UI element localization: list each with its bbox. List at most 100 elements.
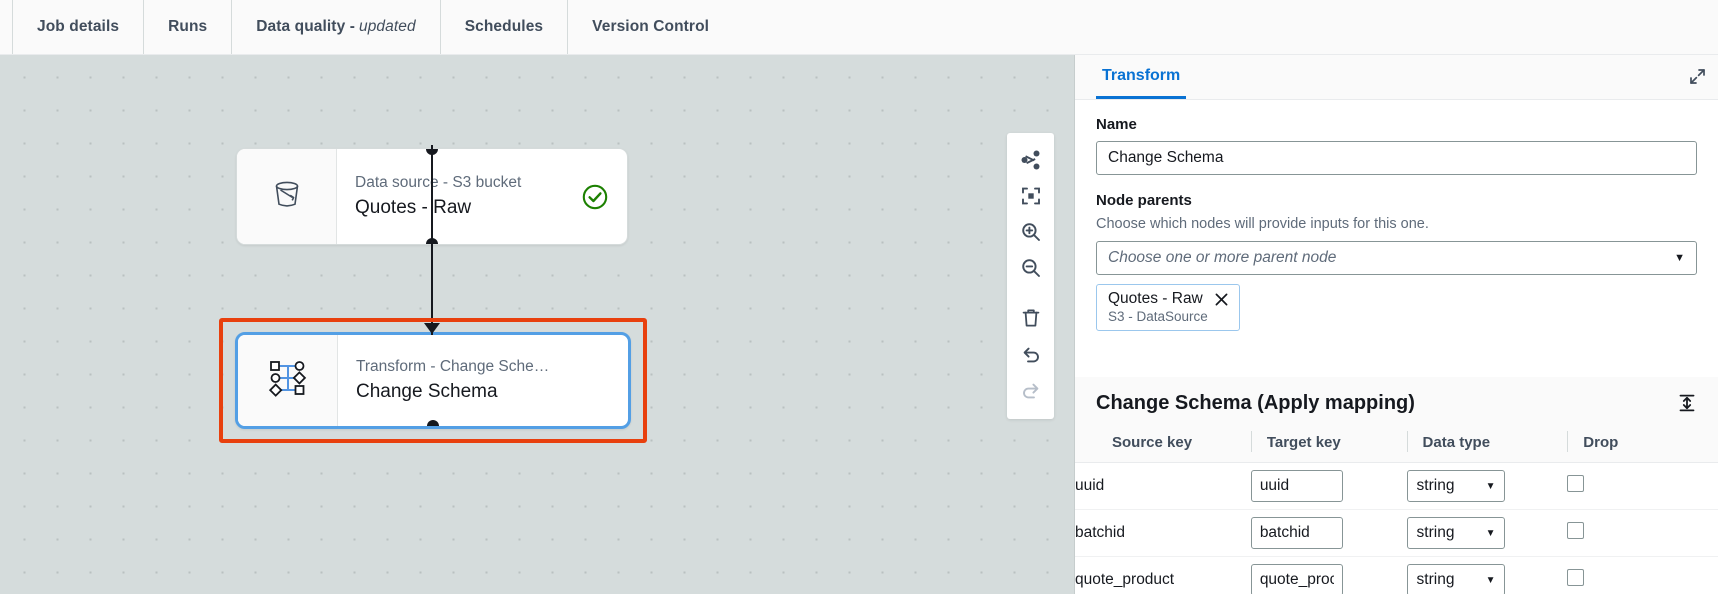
node-subtitle: Data source - S3 bucket	[355, 173, 522, 191]
cell-target-key	[1250, 462, 1407, 511]
node-port-bottom[interactable]	[426, 238, 438, 244]
drop-checkbox[interactable]	[1567, 569, 1585, 587]
collapse-vertical-icon[interactable]	[1677, 393, 1697, 413]
data-type-select[interactable]: string ▼	[1406, 564, 1505, 594]
node-subtitle: Transform - Change Sche…	[356, 357, 550, 375]
top-tab-label-updated: updated	[358, 18, 416, 35]
node-title: Quotes - Raw	[355, 196, 472, 218]
change-schema-icon	[265, 356, 311, 405]
name-field-block: Name	[1096, 116, 1697, 175]
graph-edge-arrow	[424, 323, 440, 334]
name-input[interactable]	[1096, 141, 1697, 175]
node-body: Transform - Change Sche… Change Schema	[338, 335, 628, 426]
tab-runs[interactable]: Runs	[143, 0, 231, 54]
column-header-drop[interactable]: Drop	[1567, 427, 1718, 464]
tab-version-control[interactable]: Version Control	[567, 0, 733, 54]
mapping-title: Change Schema (Apply mapping)	[1096, 392, 1415, 415]
panel-tab-bar: Transform	[1075, 55, 1718, 100]
data-type-value: string	[1416, 571, 1455, 589]
cell-data-type: string▼	[1406, 509, 1568, 558]
cell-source-key: quote_product	[1075, 556, 1251, 594]
chevron-down-icon: ▼	[1485, 480, 1496, 492]
node-parents-label: Node parents	[1096, 192, 1192, 209]
close-icon[interactable]	[1214, 292, 1229, 307]
top-tab-label: Job details	[37, 18, 120, 35]
column-header-source-key[interactable]: Source key	[1075, 427, 1251, 464]
body-split: Data source - S3 bucket Quotes - Raw	[0, 55, 1718, 594]
node-port-bottom[interactable]	[427, 420, 439, 426]
table-body: uuidstring▼batchidstring▼quote_productst…	[1075, 462, 1718, 594]
mapping-section-header: Change Schema (Apply mapping)	[1075, 377, 1718, 428]
node-icon-cell	[237, 149, 337, 244]
cell-source-key: batchid	[1075, 509, 1251, 558]
graph-node-transform[interactable]: Transform - Change Sche… Change Schema	[235, 332, 631, 429]
top-tab-label: Runs	[168, 18, 208, 35]
schema-mapping-table: Source key Target key Data type Drop	[1075, 427, 1718, 594]
data-type-select[interactable]: string▼	[1406, 517, 1505, 550]
name-label: Name	[1096, 116, 1137, 133]
column-header-data-type[interactable]: Data type	[1406, 427, 1568, 464]
token-top-row: Quotes - Raw	[1108, 290, 1229, 308]
tab-schedules[interactable]: Schedules	[439, 0, 567, 54]
table-head: Source key Target key Data type Drop	[1075, 427, 1718, 464]
node-status-valid	[581, 183, 609, 211]
undo-icon[interactable]	[1007, 336, 1054, 372]
column-header-target-key[interactable]: Target key	[1250, 427, 1407, 464]
share-icon[interactable]	[1007, 142, 1054, 178]
node-port-top[interactable]	[426, 149, 438, 155]
tab-transform[interactable]: Transform	[1096, 55, 1187, 99]
zoom-in-icon[interactable]	[1007, 214, 1054, 250]
target-key-input[interactable]	[1250, 517, 1343, 550]
column-header-label: Source key	[1112, 434, 1193, 452]
tab-data-quality[interactable]: Data quality -updated	[231, 0, 439, 54]
table-row: uuid string▼	[1075, 462, 1718, 511]
expand-panel-icon[interactable]	[1684, 63, 1710, 89]
drop-checkbox[interactable]	[1567, 475, 1585, 493]
column-header-label: Target key	[1266, 434, 1341, 452]
trash-icon[interactable]	[1007, 300, 1054, 336]
redo-icon[interactable]	[1007, 372, 1054, 408]
fit-to-screen-icon[interactable]	[1007, 178, 1054, 214]
zoom-out-icon[interactable]	[1007, 250, 1054, 286]
cell-drop	[1567, 556, 1718, 594]
cell-source-key: uuid	[1075, 462, 1251, 511]
cell-target-key	[1250, 556, 1407, 594]
node-parents-select[interactable]: Choose one or more parent node ▼	[1096, 241, 1697, 276]
cell-data-type: string ▼	[1406, 556, 1568, 594]
s3-bucket-icon	[266, 173, 308, 220]
target-key-input[interactable]	[1250, 564, 1343, 594]
canvas-toolbar	[1007, 133, 1054, 419]
token-sublabel: S3 - DataSource	[1108, 309, 1208, 325]
table-header-row: Source key Target key Data type Drop	[1075, 427, 1718, 464]
cell-drop	[1567, 462, 1718, 511]
job-graph-canvas[interactable]: Data source - S3 bucket Quotes - Raw	[0, 55, 1075, 594]
top-tab-bar: Job details Runs Data quality -updated Sche…	[0, 0, 1718, 55]
chevron-down-icon: ▼	[1485, 527, 1496, 539]
node-body: Data source - S3 bucket Quotes - Raw	[337, 149, 627, 244]
panel-scroll-area: Name Node parents Choose which nodes wil…	[1075, 100, 1718, 594]
tab-job-details[interactable]: Job details	[12, 0, 143, 54]
column-header-label: Data type	[1422, 434, 1491, 452]
top-tab-label: Schedules	[464, 18, 544, 35]
node-parents-description: Choose which nodes will provide inputs f…	[1096, 216, 1429, 232]
table-row: quote_product string ▼	[1075, 556, 1718, 594]
column-header-label: Drop	[1583, 434, 1619, 452]
top-tab-label: Data quality -	[256, 18, 355, 35]
data-type-select[interactable]: string▼	[1406, 470, 1505, 503]
table-row: batchid string▼	[1075, 509, 1718, 558]
top-tab-label: Version Control	[592, 18, 710, 35]
panel-form: Name Node parents Choose which nodes wil…	[1075, 100, 1718, 348]
cell-data-type: string▼	[1406, 462, 1568, 511]
target-key-input[interactable]	[1250, 470, 1343, 503]
transform-properties-panel: Transform Name	[1075, 55, 1718, 594]
node-icon-cell	[238, 335, 338, 426]
node-parents-block: Node parents Choose which nodes will pro…	[1096, 192, 1697, 332]
cell-drop	[1567, 509, 1718, 558]
node-title: Change Schema	[356, 380, 498, 402]
chevron-down-icon: ▼	[1485, 574, 1496, 586]
drop-checkbox[interactable]	[1567, 522, 1585, 540]
cell-target-key	[1250, 509, 1407, 558]
